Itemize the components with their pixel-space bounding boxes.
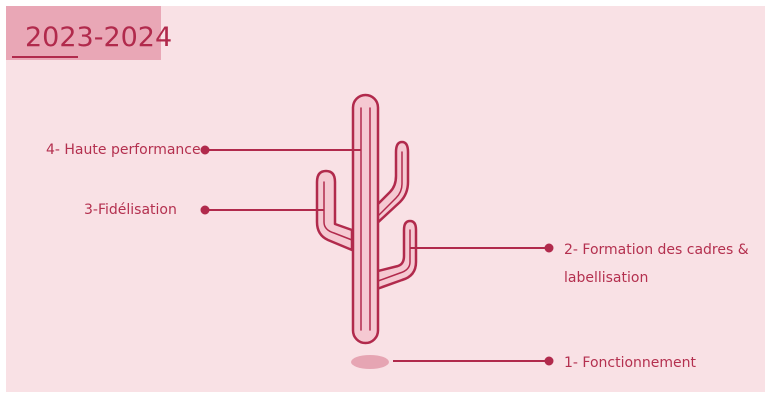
cactus-icon <box>315 93 418 345</box>
cactus-upper-right-arm <box>372 140 410 228</box>
connector-level1-dot <box>544 356 554 366</box>
label-level2-line1: 2- Formation des cadres & <box>564 242 749 258</box>
connector-level4-dot <box>200 145 210 155</box>
title-underline <box>12 56 78 58</box>
cactus-arm-rib-left <box>323 181 353 241</box>
cactus-arm-rib-lower-right <box>377 229 411 282</box>
label-level1: 1- Fonctionnement <box>564 355 697 371</box>
connector-level2-dot <box>544 243 554 253</box>
cactus-lower-right-arm <box>372 219 418 292</box>
cactus-trunk <box>351 93 380 345</box>
label-level3: 3-Fidélisation <box>84 202 177 218</box>
connectors <box>200 145 554 366</box>
page-title: 2023-2024 <box>25 22 173 53</box>
connector-level3-dot <box>200 205 210 215</box>
cactus-arm-rib-upper-right <box>377 151 403 217</box>
label-level4: 4- Haute performance <box>46 142 201 158</box>
title-box <box>6 6 161 60</box>
cactus-shadow <box>351 355 389 369</box>
cactus-left-arm <box>315 169 354 252</box>
label-level2-line2: labellisation <box>564 270 649 286</box>
